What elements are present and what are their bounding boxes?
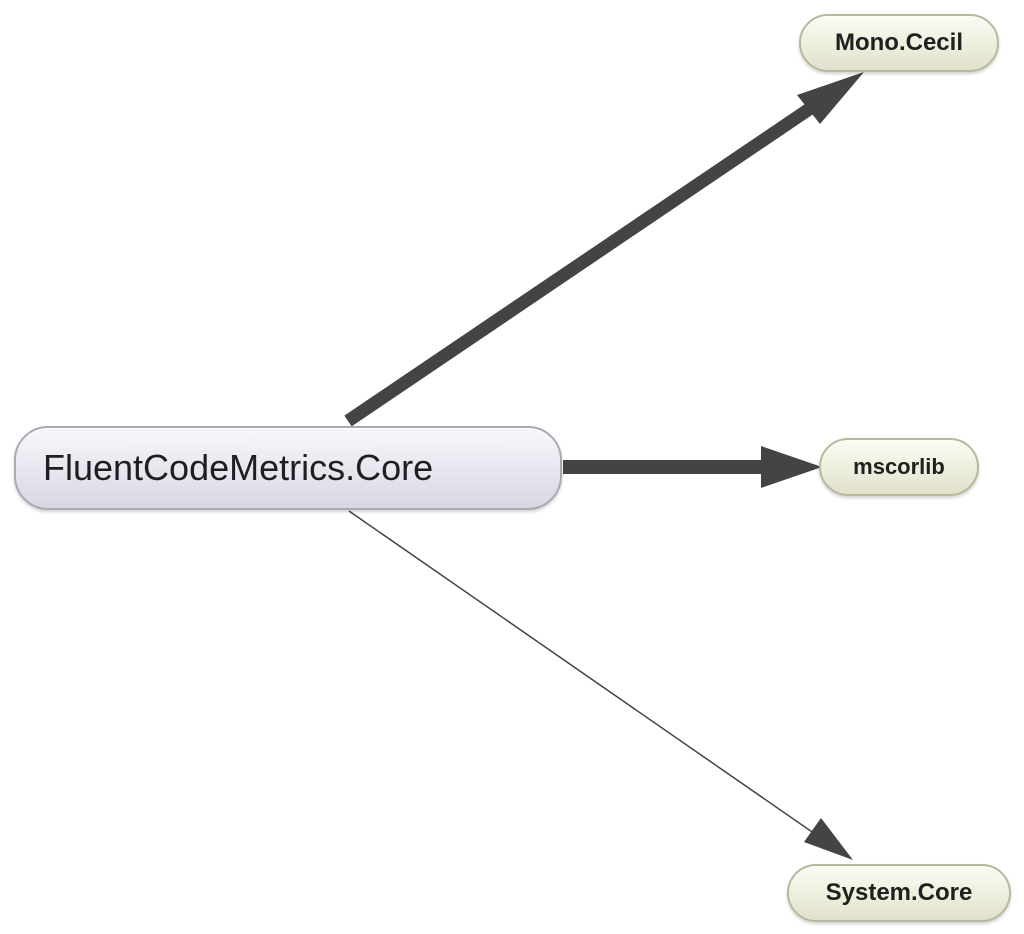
edge-core-to-system-core (348, 510, 853, 860)
node-label: Mono.Cecil (834, 29, 963, 56)
node-label: FluentCodeMetrics.Core (43, 447, 434, 488)
node-fluentcodemetrics-core[interactable]: FluentCodeMetrics.Core (14, 426, 562, 510)
node-label: mscorlib (853, 454, 945, 479)
node-mono-cecil[interactable]: Mono.Cecil (799, 14, 999, 72)
node-mscorlib[interactable]: mscorlib (819, 438, 979, 496)
node-system-core[interactable]: System.Core (787, 864, 1011, 922)
edge-core-to-mscorlib (563, 446, 822, 488)
edge-core-to-mono-cecil (344, 72, 864, 427)
node-label: System.Core (825, 879, 973, 906)
